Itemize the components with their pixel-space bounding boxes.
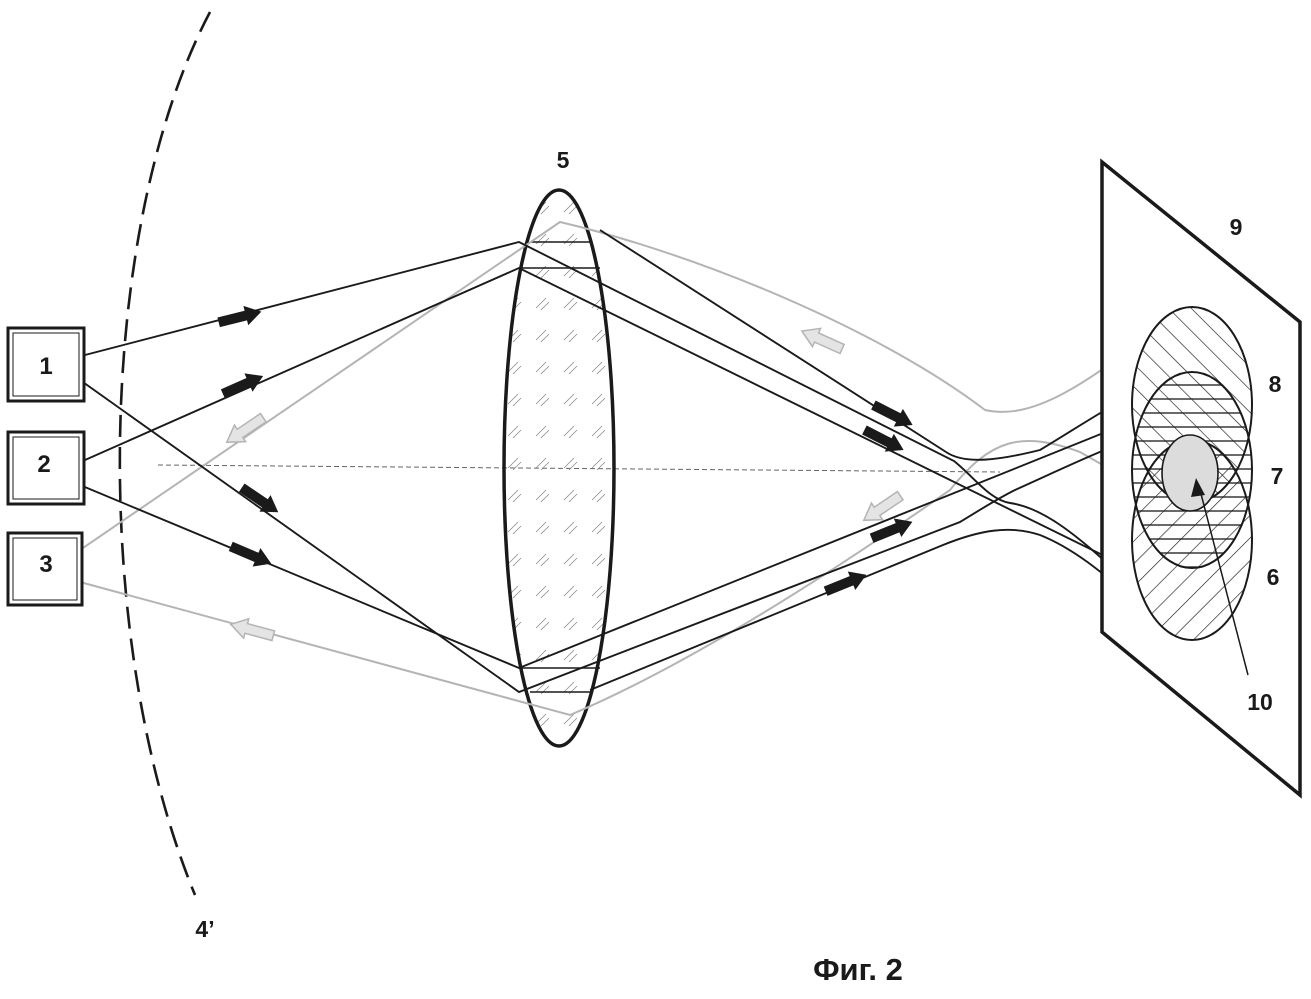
spot-8-label: 8 xyxy=(1269,371,1282,397)
reverse-arrow-icon xyxy=(221,409,269,450)
spot-7-label: 7 xyxy=(1271,463,1284,489)
reverse-arrow-icon xyxy=(228,615,276,646)
source-2-label: 2 xyxy=(37,451,50,478)
center-spot-label: 10 xyxy=(1247,689,1273,715)
wavefront-label: 4’ xyxy=(195,916,214,942)
forward-arrow-icon xyxy=(216,302,264,332)
lens-label: 5 xyxy=(557,147,570,173)
wavefront-arc xyxy=(120,12,210,895)
spot-6-label: 6 xyxy=(1267,564,1280,590)
source-3-label: 3 xyxy=(39,551,52,578)
center-spot-10 xyxy=(1162,435,1218,511)
forward-arrow-icon xyxy=(219,367,267,403)
forward-arrow-icon xyxy=(236,479,284,520)
screen-label: 9 xyxy=(1230,214,1243,240)
source-box-2: 2 xyxy=(8,432,84,504)
forward-rays xyxy=(80,230,1255,692)
source-box-1: 1 xyxy=(8,328,84,401)
figure-caption: Фиг. 2 xyxy=(813,952,903,987)
reverse-arrow-icon xyxy=(798,322,846,358)
source-box-3: 3 xyxy=(8,533,82,605)
source-1-label: 1 xyxy=(39,353,52,380)
forward-arrow-icon xyxy=(227,537,275,573)
